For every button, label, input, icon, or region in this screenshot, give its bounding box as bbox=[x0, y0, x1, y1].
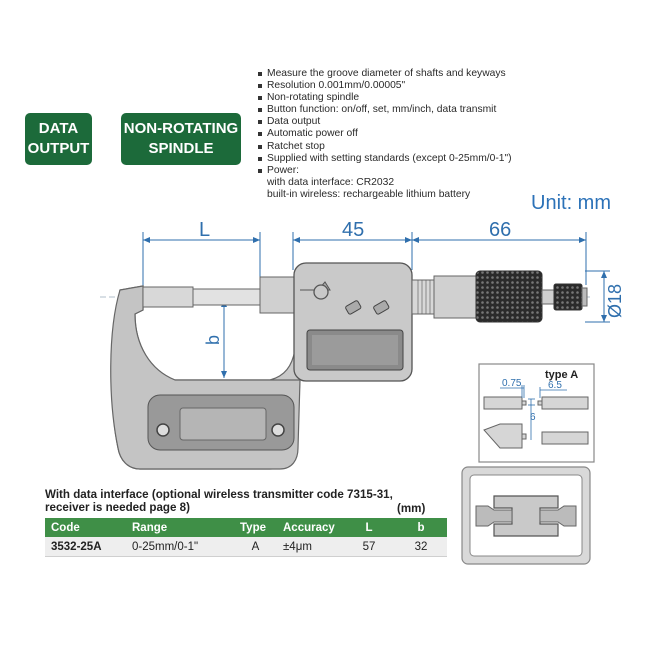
badge-line: OUTPUT bbox=[27, 140, 90, 157]
screw-icon bbox=[156, 423, 170, 437]
column-header: Type bbox=[234, 518, 277, 537]
accuracy-cell: ±4μm bbox=[277, 537, 343, 557]
anvil bbox=[142, 286, 194, 308]
feature-list: Measure the groove diameter of shafts an… bbox=[258, 68, 512, 201]
column-header: Code bbox=[45, 518, 126, 537]
table-title: With data interface (optional wireless t… bbox=[45, 488, 393, 514]
feature-item: Measure the groove diameter of shafts an… bbox=[258, 68, 512, 80]
type-cell: A bbox=[234, 537, 277, 557]
feature-item: Ratchet stop bbox=[258, 141, 512, 153]
unit-label: Unit: mm bbox=[531, 192, 611, 214]
badge-line: NON-ROTATING bbox=[123, 120, 239, 137]
badge-line: SPINDLE bbox=[148, 140, 214, 157]
code-cell: 3532-25A bbox=[45, 537, 126, 557]
non-rotating-spindle-badge: NON-ROTATING SPINDLE bbox=[121, 113, 241, 165]
b-cell: 32 bbox=[395, 537, 447, 557]
feature-item: Automatic power off bbox=[258, 128, 512, 140]
head-buttons bbox=[345, 300, 390, 315]
column-header: Accuracy bbox=[277, 518, 343, 537]
feature-item: Data output bbox=[258, 116, 512, 128]
feature-item: Supplied with setting standards (except … bbox=[258, 153, 512, 165]
ratchet-neck bbox=[541, 289, 555, 305]
type-a-detail: type A 0.75 6.5 6 bbox=[478, 363, 595, 463]
spec-table: Code Range Type Accuracy L b 3532-25A 0-… bbox=[45, 518, 447, 557]
detail-title: type A bbox=[545, 369, 578, 381]
dimension-45-label: 45 bbox=[342, 219, 364, 241]
thimble-collar bbox=[433, 275, 477, 319]
table-title-line: receiver is needed page 8) bbox=[45, 501, 190, 514]
table-title-line: With data interface (optional wireless t… bbox=[45, 488, 393, 501]
detail-65-label: 6.5 bbox=[548, 380, 562, 391]
spindle-sleeve bbox=[259, 276, 296, 314]
dimension-b-label: b bbox=[203, 335, 223, 345]
column-header: Range bbox=[126, 518, 234, 537]
feature-item: Resolution 0.001mm/0.00005" bbox=[258, 80, 512, 92]
table-header-row: Code Range Type Accuracy L b bbox=[45, 518, 447, 537]
data-output-badge: DATA OUTPUT bbox=[25, 113, 92, 165]
knurled-thimble bbox=[475, 270, 543, 323]
screw-icon bbox=[271, 423, 285, 437]
dimension-arrows bbox=[143, 237, 607, 378]
feature-item: built-in wireless: rechargeable lithium … bbox=[267, 188, 471, 200]
column-header: b bbox=[395, 518, 447, 537]
badge-line: DATA bbox=[38, 120, 79, 137]
dimension-66-label: 66 bbox=[489, 219, 511, 241]
feature-item: with data interface: CR2032 bbox=[267, 176, 395, 188]
dimension-dia-label: Ø18 bbox=[605, 284, 625, 318]
spindle bbox=[192, 288, 261, 306]
sleeve bbox=[411, 279, 435, 315]
column-header: L bbox=[343, 518, 395, 537]
ratchet-stop bbox=[553, 283, 583, 311]
feature-item: Non-rotating spindle bbox=[258, 92, 512, 104]
table-row: 3532-25A 0-25mm/0-1" A ±4μm 57 32 bbox=[45, 537, 447, 557]
feature-item: Button function: on/off, set, mm/inch, d… bbox=[258, 104, 512, 116]
feature-item: Power: bbox=[258, 165, 512, 177]
setting-standard-illustration bbox=[461, 466, 591, 565]
head-lock-icon bbox=[313, 284, 329, 300]
detail-6-label: 6 bbox=[530, 412, 536, 423]
dimension-l-label: L bbox=[199, 219, 210, 241]
detail-075-label: 0.75 bbox=[502, 378, 522, 389]
range-cell: 0-25mm/0-1" bbox=[126, 537, 234, 557]
l-cell: 57 bbox=[343, 537, 395, 557]
table-unit: (mm) bbox=[397, 502, 426, 515]
